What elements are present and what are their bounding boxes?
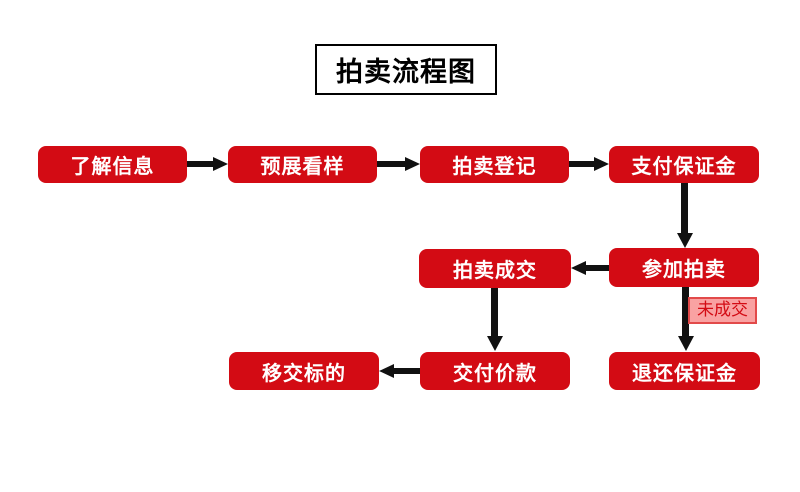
flow-node-pay-price: 交付价款 bbox=[420, 352, 570, 390]
arrow-head bbox=[678, 336, 694, 351]
arrow-shaft bbox=[377, 161, 407, 167]
flow-node-refund-deposit: 退还保证金 bbox=[609, 352, 760, 390]
arrow-join-to-refund-icon bbox=[678, 287, 694, 351]
flow-node-pay-deposit: 支付保证金 bbox=[609, 146, 759, 183]
flow-node-auction-deal: 拍卖成交 bbox=[419, 249, 571, 288]
arrow-head bbox=[487, 336, 503, 351]
edge-label-no-deal: 未成交 bbox=[688, 297, 757, 324]
arrow-price-to-transfer-icon bbox=[379, 364, 420, 378]
arrow-deposit-to-join-icon bbox=[677, 183, 693, 248]
flowchart-title: 拍卖流程图 bbox=[315, 44, 497, 95]
flow-node-join-auction: 参加拍卖 bbox=[609, 248, 759, 287]
arrow-head bbox=[571, 261, 586, 275]
arrow-head bbox=[379, 364, 394, 378]
arrow-know-to-preview-icon bbox=[187, 157, 228, 171]
flow-node-transfer-subject: 移交标的 bbox=[229, 352, 379, 390]
arrow-shaft bbox=[681, 183, 688, 235]
flow-node-know-info: 了解信息 bbox=[38, 146, 187, 183]
arrow-shaft bbox=[491, 288, 498, 338]
arrow-shaft bbox=[682, 287, 689, 338]
arrow-registration-to-deposit-icon bbox=[569, 157, 609, 171]
arrow-shaft bbox=[187, 161, 215, 167]
flow-node-preview-samples: 预展看样 bbox=[228, 146, 377, 183]
arrow-join-to-deal-icon bbox=[571, 261, 609, 275]
arrow-shaft bbox=[569, 161, 596, 167]
arrow-head bbox=[594, 157, 609, 171]
arrow-deal-to-price-icon bbox=[487, 288, 503, 351]
arrow-head bbox=[213, 157, 228, 171]
arrow-preview-to-registration-icon bbox=[377, 157, 420, 171]
flow-node-auction-registration: 拍卖登记 bbox=[420, 146, 569, 183]
arrow-shaft bbox=[584, 265, 609, 271]
arrow-head bbox=[405, 157, 420, 171]
arrow-head bbox=[677, 233, 693, 248]
arrow-shaft bbox=[392, 368, 420, 374]
